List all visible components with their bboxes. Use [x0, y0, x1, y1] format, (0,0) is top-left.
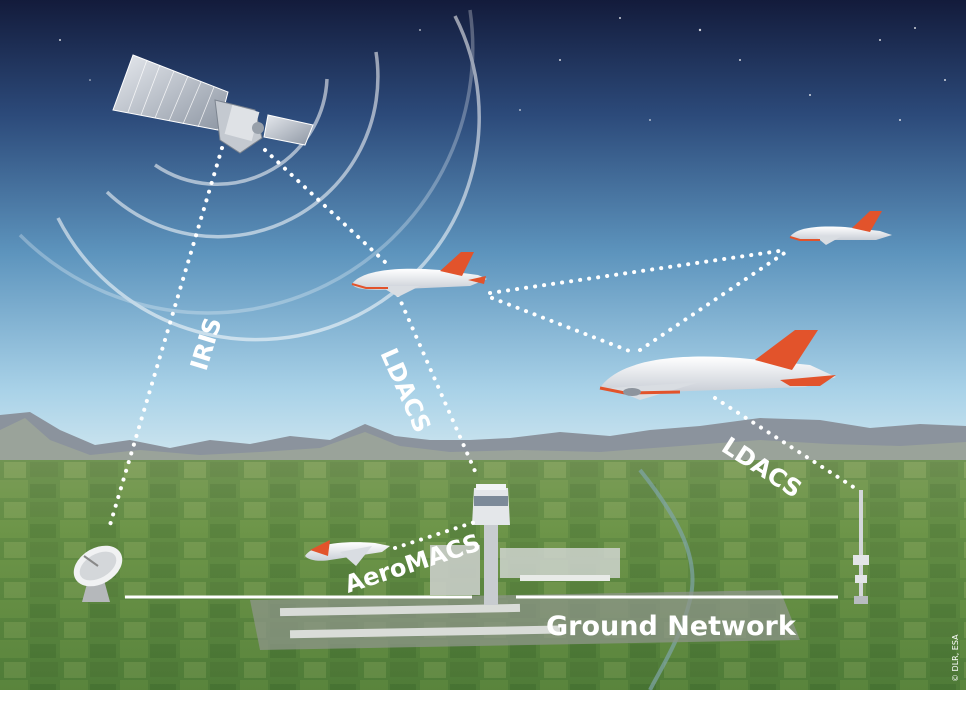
copyright-notice: © DLR, ESA	[951, 634, 960, 682]
aircraft-upper-left	[351, 252, 487, 297]
communication-scene: IRIS LDACS LDACS AeroMACS Ground Network…	[0, 0, 966, 690]
aircraft-large	[599, 330, 836, 400]
link-aircraft3-aircraft2	[638, 250, 788, 352]
link-satellite-dish	[108, 146, 224, 527]
aircraft-upper-right	[789, 211, 892, 245]
stars	[59, 17, 946, 121]
ground-station-mast	[853, 490, 869, 604]
link-lines	[108, 146, 860, 550]
label-ground-network: Ground Network	[546, 611, 797, 642]
bottom-margin	[0, 690, 966, 710]
link-aircraft3-mast	[713, 396, 860, 492]
link-satellite-aircraft	[263, 148, 387, 264]
satellite-dish	[73, 545, 123, 602]
aircraft-ground	[305, 540, 390, 566]
control-tower	[472, 484, 510, 605]
airport	[250, 545, 800, 650]
satellite	[112, 54, 314, 154]
satellite-signal-arcs	[18, 9, 481, 342]
link-aircraft-tower	[396, 293, 480, 480]
